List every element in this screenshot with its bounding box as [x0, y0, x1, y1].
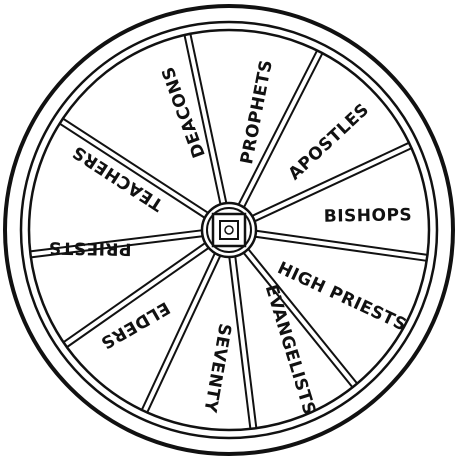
label-high-priests: HIGH PRIESTS	[274, 258, 410, 335]
label-evangelists: EVANGELISTS	[261, 282, 320, 417]
label-priests: PRIESTS	[48, 237, 131, 258]
hub	[202, 203, 256, 257]
hub-center	[225, 226, 233, 234]
spoke-line	[255, 231, 428, 255]
label-seventy: SEVENTY	[199, 322, 234, 415]
label-bishops: BISHOPS	[324, 205, 413, 227]
label-teachers: TEACHERS	[69, 141, 167, 214]
spoke-line	[235, 255, 256, 429]
label-prophets: PROPHETS	[237, 58, 277, 166]
label-elders: ELDERS	[97, 297, 173, 353]
label-deacons: DEACONS	[158, 64, 210, 161]
spoke-line	[254, 237, 427, 261]
